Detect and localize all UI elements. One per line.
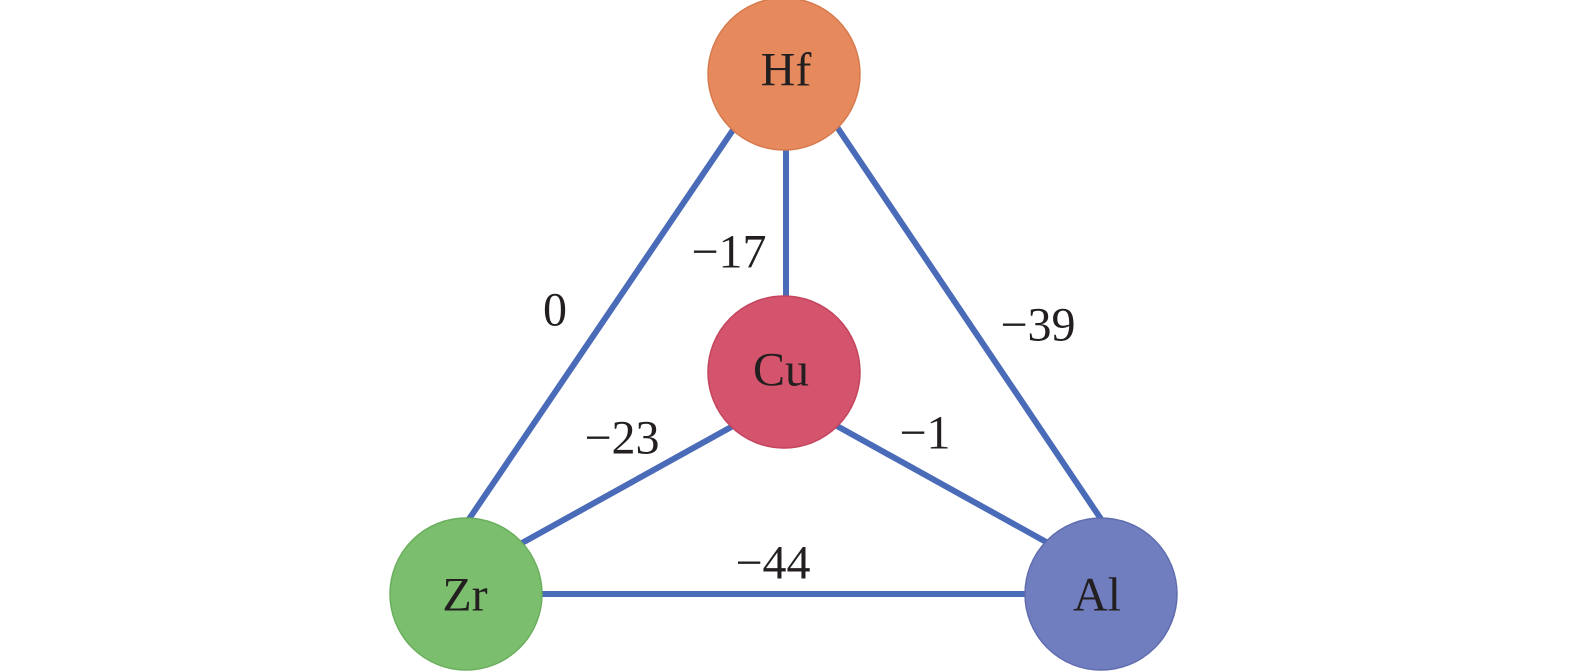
edge-label-cu-zr: −23 (584, 412, 659, 465)
node-al-circle (1024, 517, 1178, 671)
node-cu: Cu (707, 295, 861, 449)
node-zr-label: Zr (442, 569, 487, 622)
edge-cu-al (835, 423, 1050, 546)
node-al: Al (1024, 517, 1178, 671)
node-hf: Hf (707, 0, 861, 151)
edge-cu-zr (520, 423, 735, 546)
node-hf-circle (707, 0, 861, 151)
edge-hf-zr (464, 125, 738, 524)
edge-label-hf-zr: 0 (543, 284, 567, 337)
node-cu-circle (707, 295, 861, 449)
node-hf-label: Hf (761, 44, 812, 97)
edge-label-hf-cu: −17 (691, 226, 766, 279)
node-al-label: Al (1073, 569, 1121, 622)
edge-label-zr-al: −44 (735, 537, 810, 590)
edge-hf-al (834, 125, 1106, 524)
node-cu-label: Cu (753, 344, 809, 397)
edge-label-cu-al: −1 (899, 407, 950, 460)
node-zr: Zr (389, 517, 543, 671)
node-zr-circle (389, 517, 543, 671)
edge-label-hf-al: −39 (1000, 299, 1075, 352)
